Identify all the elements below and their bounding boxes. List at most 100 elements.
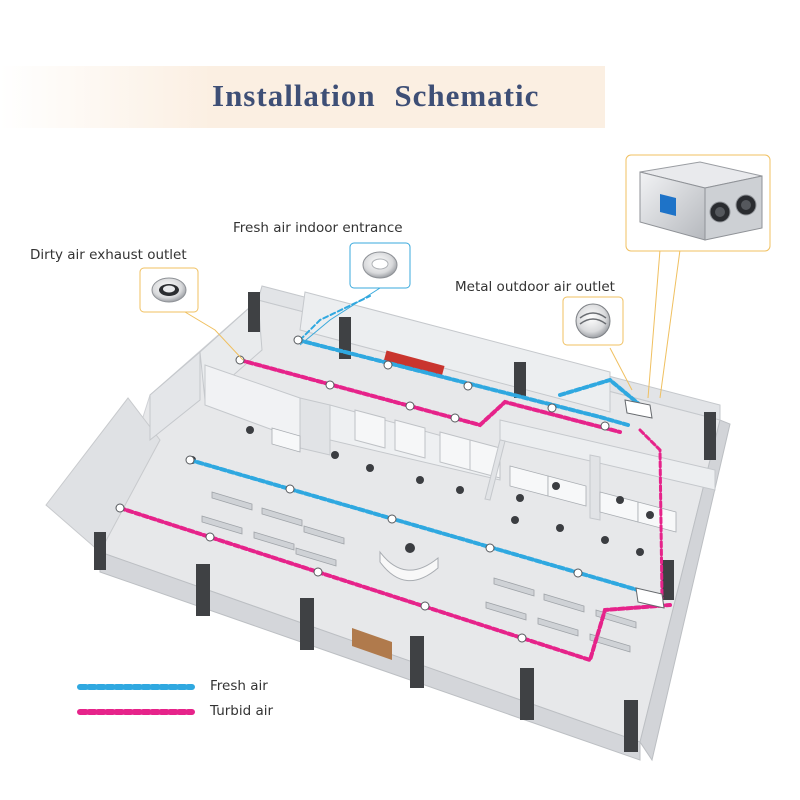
chair: [556, 524, 564, 532]
bench: [295, 547, 337, 567]
bench: [303, 525, 345, 545]
diffuser-node: [387, 514, 397, 524]
diffuser-node: [573, 568, 583, 578]
partition-wall: [149, 350, 201, 442]
bench: [493, 577, 535, 597]
diffuser-node: [325, 380, 335, 390]
wall-sign: [383, 350, 445, 378]
desk: [271, 427, 301, 453]
pillars: [94, 292, 716, 752]
pillar: [662, 560, 674, 600]
bench: [261, 507, 303, 527]
bench: [211, 491, 253, 511]
diffuser-node: [600, 421, 610, 431]
office-desks: [271, 427, 677, 533]
chair: [246, 426, 254, 434]
diffuser-node: [383, 360, 393, 370]
fresh-air-duct-upper: [296, 338, 630, 427]
chair: [456, 486, 464, 494]
legend: [77, 684, 195, 715]
chair: [646, 511, 654, 519]
page-title: Installation Schematic: [212, 78, 540, 113]
fresh-air-indoor-entrance-label: Fresh air indoor entrance: [233, 220, 403, 236]
round-diffuser-icon: [151, 277, 187, 303]
duct-lines: [118, 295, 672, 663]
bench: [589, 633, 631, 653]
bench: [537, 617, 579, 637]
pillar: [300, 598, 314, 650]
turbid-air-duct-upper: [238, 358, 622, 434]
diffuser-node: [235, 355, 245, 365]
office-room-wall: [484, 439, 506, 501]
partition-wall: [299, 397, 331, 456]
office-room-wall: [589, 454, 601, 521]
diffuser-node: [547, 403, 557, 413]
chair: [616, 496, 624, 504]
waiting-benches: [201, 491, 637, 653]
chair: [331, 451, 339, 459]
round-diffuser-icon: [362, 251, 398, 279]
fresh-air-duct-branch: [299, 295, 371, 341]
ventilation-unit-lower: [635, 587, 665, 609]
chair: [366, 464, 374, 472]
bench: [485, 601, 527, 621]
diffuser-node: [205, 532, 215, 542]
back-rooms-wall: [299, 291, 611, 413]
pillar: [339, 317, 351, 359]
pillar: [514, 362, 526, 398]
fresh-air-duct-lower: [188, 458, 650, 595]
metal-outdoor-air-outlet-label: Metal outdoor air outlet: [455, 279, 615, 295]
diffuser-node: [463, 381, 473, 391]
reception-desk: [379, 550, 439, 582]
cubicle: [394, 419, 426, 459]
callout-line-metal-outlet: [609, 347, 633, 391]
receptionist-chair: [405, 543, 415, 553]
pillar: [624, 700, 638, 752]
callout-line-unit: [647, 249, 661, 399]
bench: [201, 515, 243, 535]
diffuser-node: [420, 601, 430, 611]
pillar: [94, 532, 106, 570]
diffuser-node: [293, 335, 303, 345]
chair: [511, 516, 519, 524]
right-outer-wall: [639, 419, 731, 762]
chair: [516, 494, 524, 502]
chair: [636, 548, 644, 556]
chair: [552, 482, 560, 490]
bench: [543, 593, 585, 613]
diffuser-node: [517, 633, 527, 643]
diffuser-node: [405, 401, 415, 411]
chair: [416, 476, 424, 484]
callout-lines: [169, 249, 681, 399]
left-outer-wall: [45, 397, 161, 553]
pillar: [248, 292, 260, 332]
bench: [253, 531, 295, 551]
diffuser-node: [115, 503, 125, 513]
ventilation-unit-upper: [624, 399, 653, 419]
pillar: [520, 668, 534, 720]
turbid-air-duct-riser: [638, 428, 664, 600]
pillar: [196, 564, 210, 616]
pillar: [410, 636, 424, 688]
diffuser-node: [485, 543, 495, 553]
turbid-air-duct-lower: [118, 506, 672, 663]
diffuser-node: [313, 567, 323, 577]
duct-nodes: [115, 335, 610, 643]
diffuser-node: [450, 413, 460, 423]
legend-label-turbid-air: Turbid air: [210, 703, 274, 719]
fresh-air-duct-drop: [558, 377, 642, 407]
floor-plan: [45, 285, 731, 762]
cubicle: [354, 409, 386, 449]
diffuser-node: [285, 484, 295, 494]
dirty-air-exhaust-outlet-label: Dirty air exhaust outlet: [30, 247, 187, 263]
desk: [637, 501, 677, 533]
chair: [601, 536, 609, 544]
legend-label-fresh-air: Fresh air: [210, 678, 268, 694]
title-banner: [0, 66, 605, 128]
pillar: [704, 412, 716, 460]
bench: [595, 609, 637, 629]
diffuser-node: [185, 455, 195, 465]
ventilation-unit-icon: [639, 161, 763, 241]
callout-line-unit-2: [659, 249, 681, 399]
